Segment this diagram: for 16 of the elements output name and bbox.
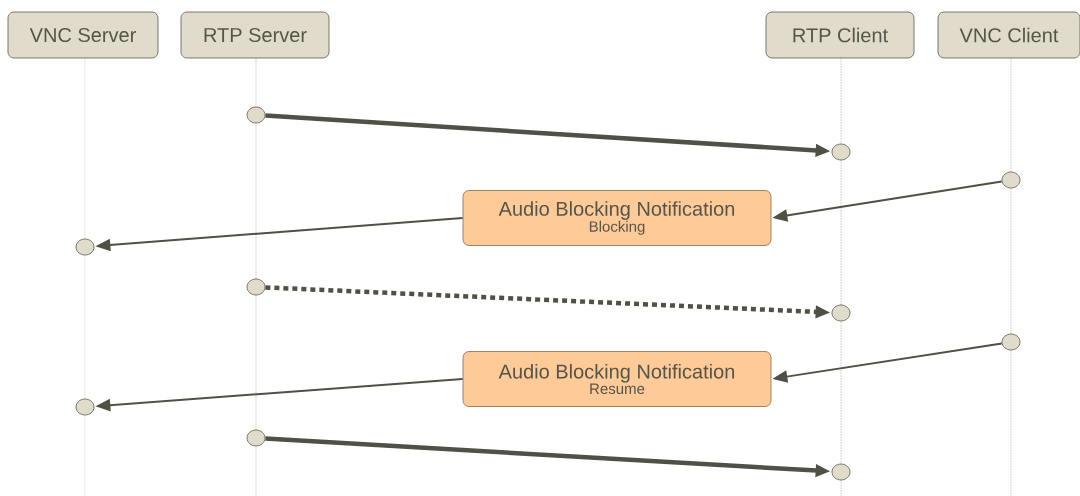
message-endpoint xyxy=(831,304,851,322)
message-endpoint xyxy=(75,398,95,416)
message-endpoint xyxy=(831,463,851,481)
message-endpoint xyxy=(1001,333,1021,351)
message-box: Audio Blocking Notification Resume xyxy=(462,351,772,407)
message-endpoint xyxy=(246,278,266,296)
participant-box: VNC Server xyxy=(7,11,159,59)
participant-box: RTP Client xyxy=(765,11,915,59)
message-endpoint xyxy=(831,143,851,161)
message-endpoint xyxy=(1001,171,1021,189)
message-endpoint xyxy=(246,106,266,124)
participant-box: RTP Server xyxy=(180,11,330,59)
participant-box: VNC Client xyxy=(937,11,1080,59)
message-box: Audio Blocking Notification Blocking xyxy=(462,190,772,246)
message-endpoint xyxy=(75,238,95,256)
message-endpoint xyxy=(246,429,266,447)
